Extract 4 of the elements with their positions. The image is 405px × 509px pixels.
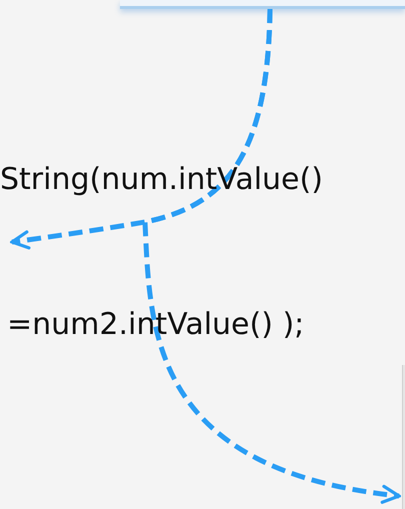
code-text: String(num.intValue() (0, 162, 323, 198)
arrow (142, 8, 401, 504)
box (120, 0, 405, 9)
code-text: =num2.intValue() ); (7, 307, 304, 343)
